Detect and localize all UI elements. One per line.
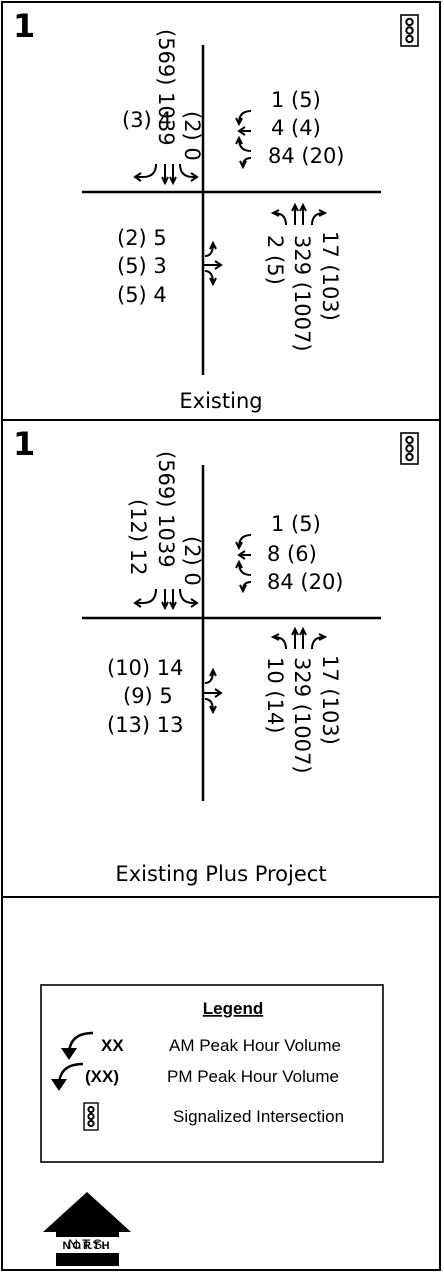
scale-note: N.T.S. — [67, 1236, 107, 1252]
scenario-caption: Existing — [179, 389, 262, 413]
south-approach-arrows — [270, 202, 328, 226]
south-leg-left: 10 (14) — [263, 657, 287, 734]
north-label: NORTH — [62, 1240, 111, 1252]
am-volume-arrow-icon — [61, 1031, 94, 1060]
east-approach-arrows — [235, 110, 252, 170]
north-leg-right: (2) 0 — [180, 536, 204, 586]
north-arrow-icon: NORTH — [43, 1192, 131, 1266]
signal-icon — [400, 14, 419, 47]
west-leg-left: (10) 14 — [107, 656, 184, 680]
intersection-number: 1 — [13, 7, 35, 45]
east-leg-left: 84 (20) — [267, 570, 344, 594]
east-leg-through: 8 (6) — [267, 542, 317, 566]
scenario-caption: Existing Plus Project — [115, 862, 326, 886]
north-approach-arrows — [133, 163, 199, 186]
signal-icon — [400, 432, 419, 465]
east-approach-arrows — [235, 534, 252, 594]
west-leg-through: (9) 5 — [123, 684, 173, 708]
east-leg-right: 1 (5) — [271, 512, 321, 536]
west-leg-right: (13) 13 — [107, 713, 184, 737]
north-leg-through: (569) 1039 — [154, 451, 178, 568]
south-leg-through: 329 (1007) — [290, 235, 314, 352]
signal-label: Signalized Intersection — [173, 1107, 344, 1126]
west-approach-arrows — [203, 240, 223, 287]
legend-box — [40, 984, 384, 1163]
pm-symbol: (XX) — [85, 1067, 119, 1086]
north-leg-through: (569) 1039 — [154, 29, 178, 146]
east-leg-through: 4 (4) — [271, 116, 321, 140]
legend-panel: Legend XX AM Peak Hour Volume (XX) PM Pe… — [1, 896, 441, 1271]
west-approach-arrows — [203, 667, 223, 715]
north-leg-right: (2) 0 — [180, 111, 204, 161]
signal-icon — [83, 1102, 99, 1131]
north-approach-arrows — [133, 588, 199, 611]
intersection-number: 1 — [13, 425, 35, 463]
south-approach-arrows — [270, 626, 328, 650]
north-leg-left: (3) 4 — [122, 108, 172, 132]
existing-plus-project-panel: 1 (569) 1039 (2) 0 (12) 12 1 (5) 8 (6) 8… — [1, 419, 441, 898]
south-leg-left: 2 (5) — [263, 235, 287, 285]
west-leg-right: (5) 4 — [117, 283, 167, 307]
east-leg-left: 84 (20) — [268, 144, 345, 168]
existing-panel: 1 (569) 1039 (2) 0 (3) 4 1 (5) 4 (4) 84 … — [1, 1, 441, 421]
legend-title: Legend — [203, 999, 263, 1018]
south-leg-right: 17 (103) — [318, 231, 342, 321]
north-leg-left: (12) 12 — [126, 499, 150, 576]
east-leg-right: 1 (5) — [271, 88, 321, 112]
pm-label: PM Peak Hour Volume — [167, 1067, 339, 1086]
west-leg-left: (2) 5 — [117, 226, 167, 250]
am-symbol: XX — [101, 1036, 124, 1055]
south-leg-through: 329 (1007) — [290, 657, 314, 774]
south-leg-right: 17 (103) — [318, 655, 342, 745]
pm-volume-arrow-icon — [51, 1062, 84, 1091]
west-leg-through: (5) 3 — [117, 254, 167, 278]
am-label: AM Peak Hour Volume — [169, 1036, 341, 1055]
